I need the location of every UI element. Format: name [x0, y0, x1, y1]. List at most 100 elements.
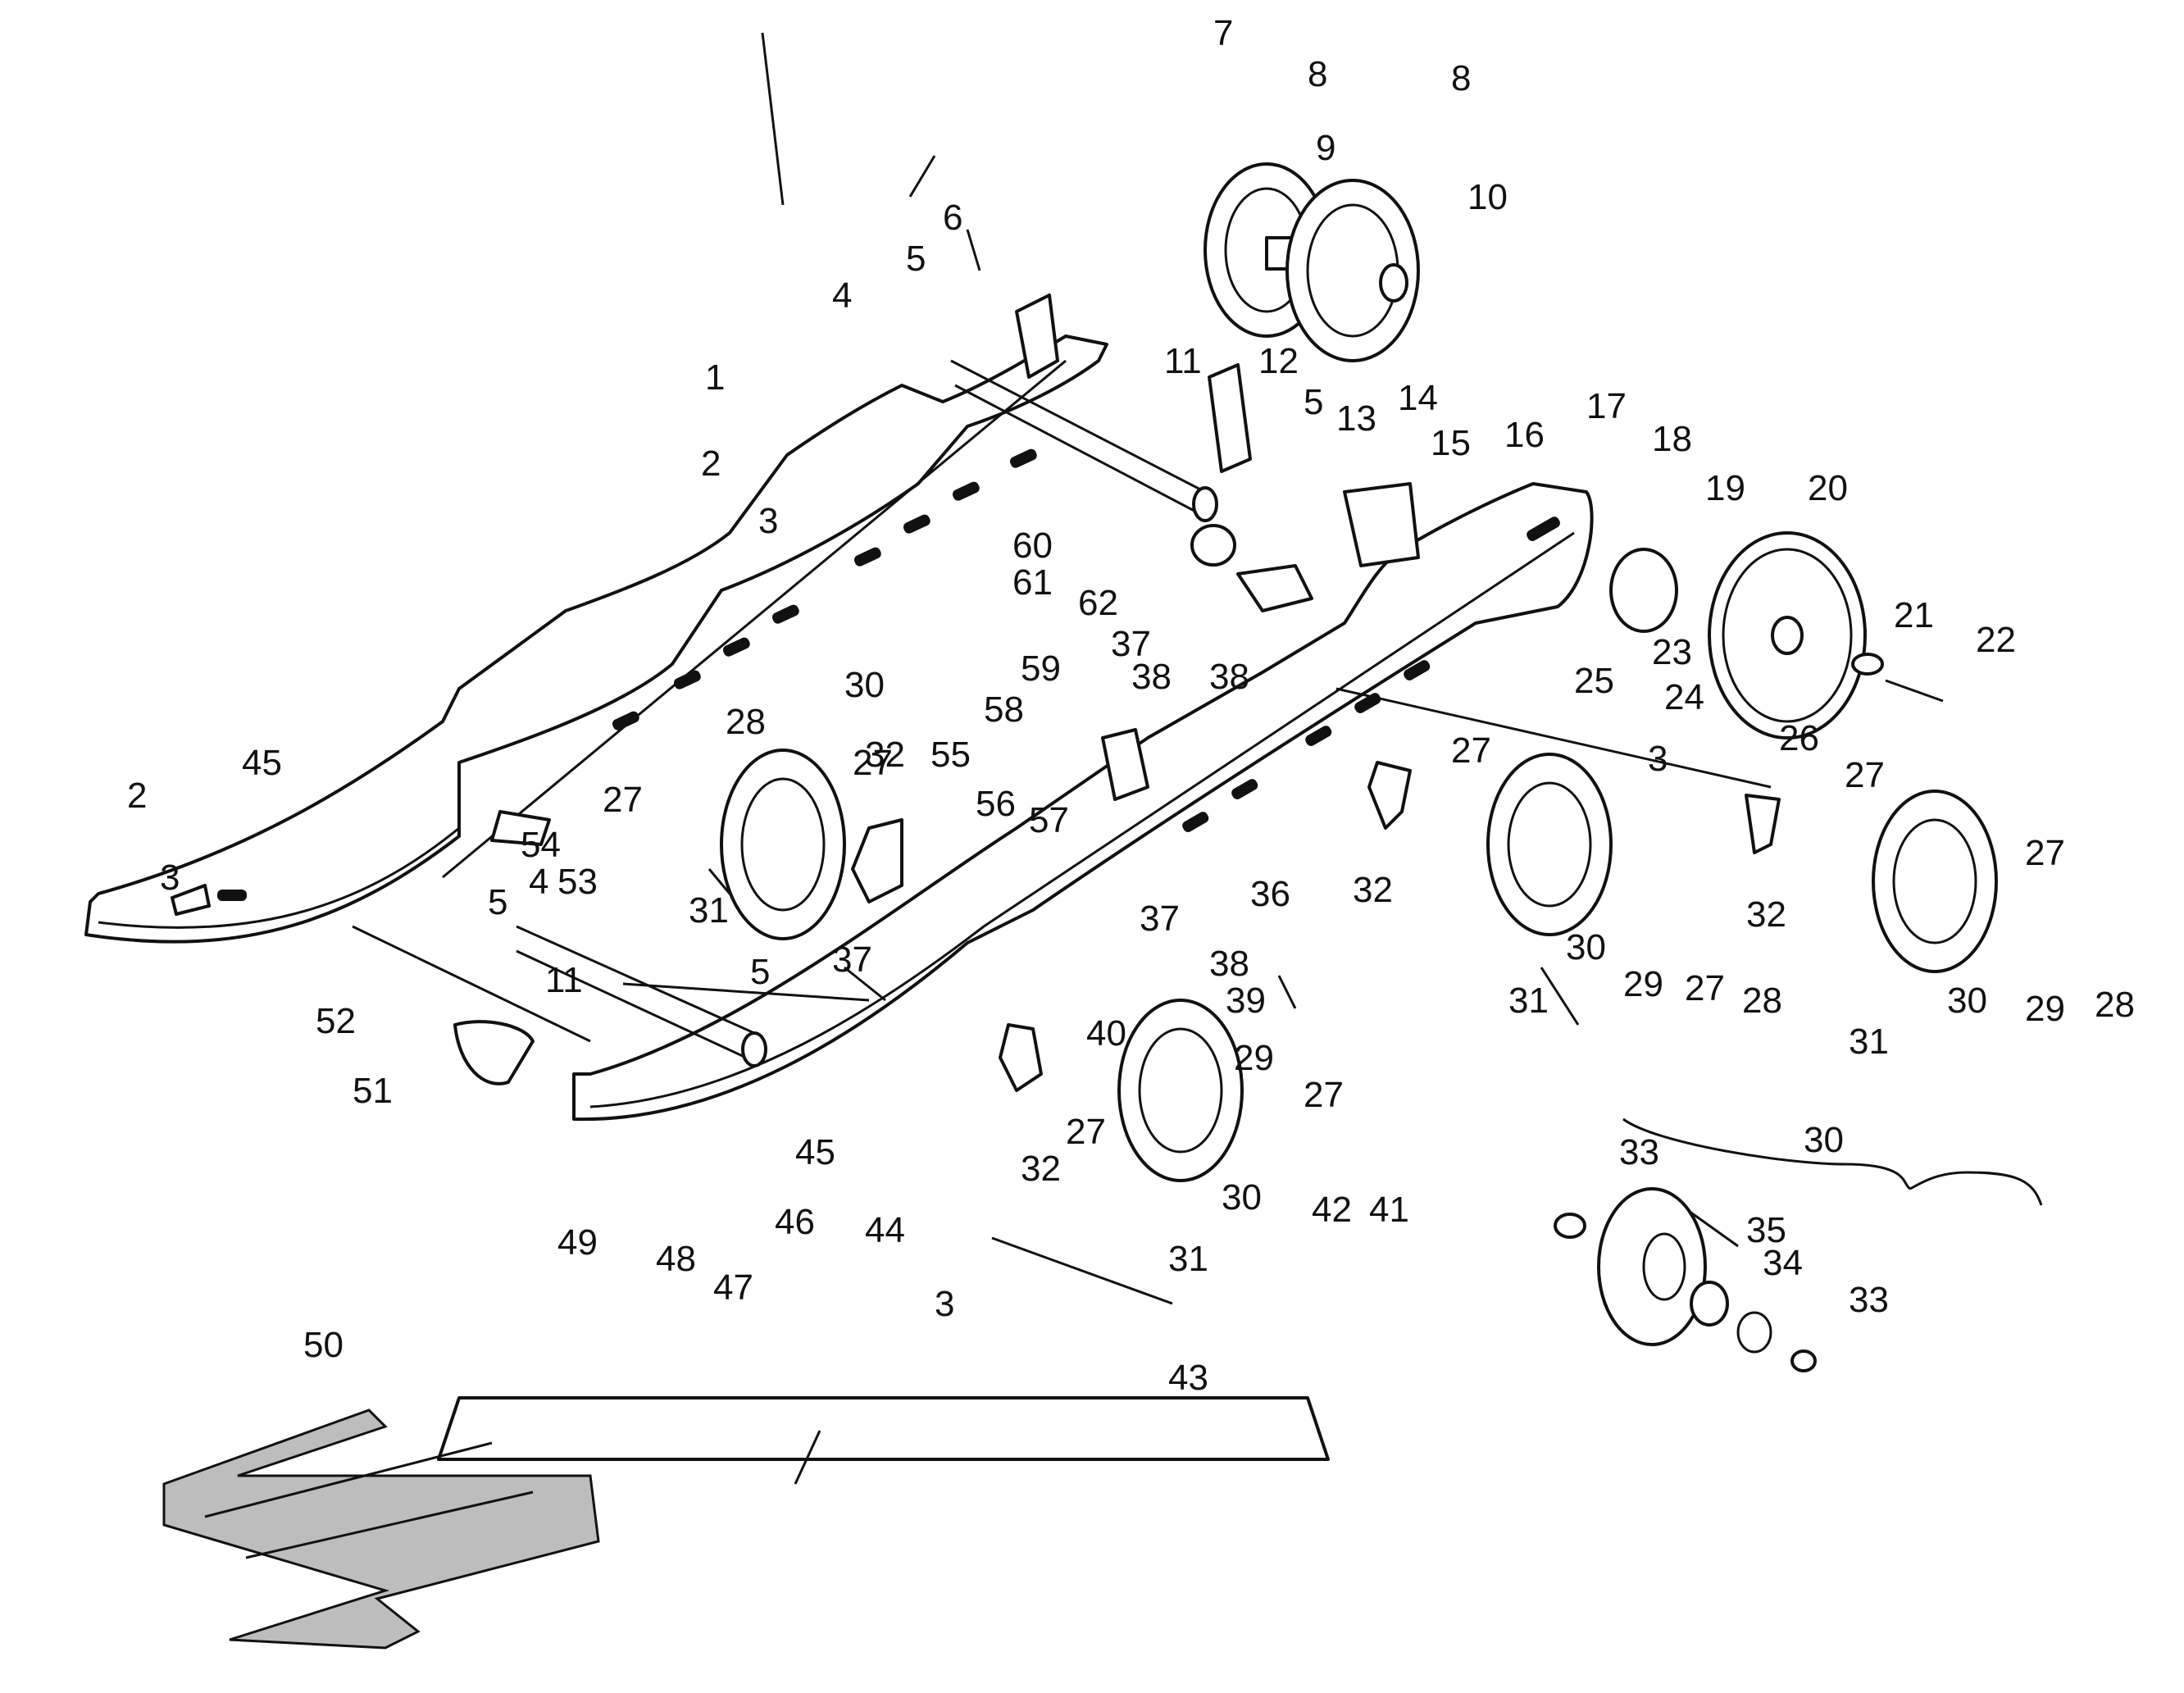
- top-idler-wheels: [1203, 162, 1420, 362]
- label-50: 50: [303, 1325, 344, 1365]
- track-section: [162, 1409, 600, 1650]
- label-40: 40: [1086, 1013, 1126, 1054]
- label-17: 17: [1586, 386, 1627, 426]
- label-34: 34: [1763, 1243, 1803, 1283]
- label-23: 23: [1652, 632, 1692, 672]
- label-28: 28: [726, 702, 766, 742]
- label-27: 27: [1685, 968, 1725, 1008]
- label-38: 38: [1209, 657, 1249, 697]
- label-22: 22: [1976, 620, 2016, 660]
- label-55: 55: [930, 735, 971, 775]
- label-52: 52: [316, 1001, 356, 1041]
- label-41: 41: [1369, 1190, 1409, 1230]
- label-30: 30: [1566, 927, 1606, 967]
- label-12: 12: [1258, 341, 1299, 381]
- label-11: 11: [1164, 341, 1202, 381]
- cross-shafts: [352, 359, 1772, 1305]
- callout-labels: 1 2 2 3 3 3 3 4 4 5 5 5 5 6 7 8 8 9 10 1…: [127, 13, 2135, 1398]
- label-54: 54: [521, 825, 561, 865]
- label-29: 29: [1623, 964, 1663, 1004]
- label-5: 5: [488, 882, 507, 922]
- label-2: 2: [127, 776, 147, 816]
- label-32: 32: [865, 735, 905, 775]
- label-51: 51: [353, 1071, 393, 1111]
- label-13: 13: [1336, 398, 1376, 439]
- label-15: 15: [1431, 423, 1471, 463]
- label-29: 29: [2025, 989, 2065, 1029]
- label-27: 27: [1451, 730, 1491, 771]
- left-rail-slots: [217, 448, 1037, 901]
- label-24: 24: [1664, 677, 1704, 717]
- label-59: 59: [1021, 649, 1061, 689]
- label-38: 38: [1209, 944, 1249, 984]
- left-rail: [84, 335, 1108, 944]
- label-60: 60: [1012, 526, 1053, 566]
- right-rail: [572, 482, 1594, 1122]
- label-27: 27: [1066, 1112, 1106, 1152]
- label-1: 1: [705, 357, 725, 398]
- label-32: 32: [1353, 870, 1393, 910]
- label-18: 18: [1652, 419, 1692, 459]
- label-33: 33: [1849, 1280, 1889, 1320]
- label-5: 5: [906, 239, 926, 279]
- label-32: 32: [1746, 894, 1786, 935]
- label-2: 2: [701, 444, 721, 484]
- label-47: 47: [713, 1267, 753, 1308]
- brackets: [171, 294, 1781, 1461]
- label-27: 27: [853, 743, 893, 783]
- label-3: 3: [160, 858, 180, 898]
- label-14: 14: [1398, 378, 1438, 418]
- label-3: 3: [1648, 739, 1668, 779]
- label-7: 7: [1213, 13, 1233, 53]
- label-38: 38: [1131, 657, 1172, 697]
- label-4: 4: [832, 275, 852, 316]
- wheel-30-detail: [1554, 1117, 2043, 1372]
- label-31: 31: [1849, 1022, 1889, 1062]
- label-9: 9: [1316, 128, 1335, 168]
- label-8: 8: [1308, 54, 1327, 94]
- label-61: 61: [1012, 562, 1053, 603]
- label-62: 62: [1078, 583, 1118, 623]
- label-42: 42: [1312, 1190, 1352, 1230]
- label-37: 37: [1140, 899, 1180, 939]
- label-46: 46: [775, 1202, 815, 1242]
- label-30: 30: [1804, 1120, 1844, 1160]
- leader-lines: [708, 32, 1739, 1485]
- label-30: 30: [1947, 981, 1987, 1021]
- label-37: 37: [1111, 624, 1151, 664]
- label-28: 28: [2095, 985, 2135, 1025]
- label-31: 31: [1168, 1239, 1208, 1279]
- label-37: 37: [832, 940, 872, 980]
- label-27: 27: [2025, 833, 2065, 873]
- label-36: 36: [1250, 874, 1290, 914]
- label-31: 31: [689, 890, 729, 931]
- label-32: 32: [1021, 1149, 1061, 1189]
- label-43: 43: [1168, 1358, 1208, 1398]
- label-4: 4: [529, 862, 548, 902]
- label-3: 3: [935, 1284, 954, 1324]
- label-6: 6: [943, 198, 962, 238]
- label-27: 27: [1845, 755, 1885, 795]
- label-20: 20: [1808, 468, 1848, 508]
- label-5: 5: [750, 952, 770, 992]
- label-21: 21: [1894, 595, 1934, 635]
- label-29: 29: [1234, 1038, 1274, 1078]
- label-45: 45: [795, 1132, 835, 1172]
- label-16: 16: [1504, 415, 1545, 455]
- label-30: 30: [1222, 1177, 1262, 1217]
- label-44: 44: [865, 1210, 905, 1250]
- label-33: 33: [1619, 1132, 1659, 1172]
- label-48: 48: [656, 1239, 696, 1279]
- rear-wheel-20: [1609, 531, 1944, 740]
- label-39: 39: [1226, 981, 1266, 1021]
- label-3: 3: [758, 501, 778, 541]
- label-56: 56: [976, 784, 1016, 824]
- label-30: 30: [844, 665, 885, 705]
- label-53: 53: [557, 862, 598, 902]
- bogie-wheels: [720, 749, 1998, 1182]
- label-27: 27: [603, 780, 643, 820]
- label-35: 35: [1746, 1210, 1786, 1250]
- label-49: 49: [557, 1222, 598, 1263]
- label-26: 26: [1779, 718, 1819, 758]
